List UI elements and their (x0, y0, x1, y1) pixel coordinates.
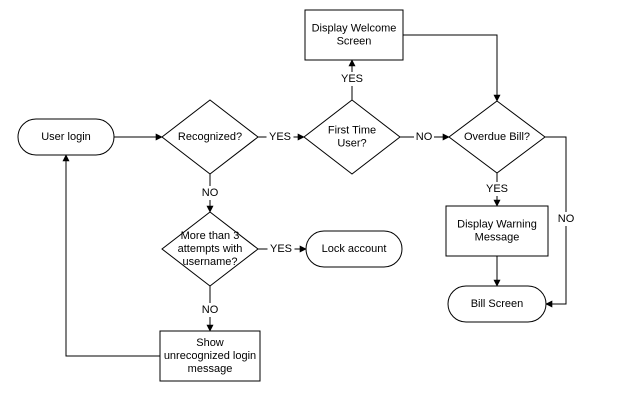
edge-first-time-user-to-overdue-bill: NO (400, 130, 450, 144)
node-label-line: unrecognized login (164, 350, 256, 362)
edge-label-background (200, 303, 220, 317)
node-label-line: Bill Screen (471, 298, 524, 310)
edge-label-background (200, 186, 220, 200)
node-label-line: User? (337, 137, 366, 149)
edge-line (62, 154, 160, 357)
node-label-line: First Time (328, 124, 376, 136)
terminator-shape (305, 230, 403, 268)
decision-diamond (303, 99, 401, 175)
process-box (159, 330, 261, 382)
decision-diamond (448, 100, 546, 174)
edge-label: NO (416, 131, 433, 143)
edge-label: NO (558, 213, 575, 225)
edge-overdue-bill-to-bill-screen: NO (545, 136, 576, 308)
edge-more-than-3-to-lock-account: YES (258, 242, 307, 256)
edge-display-welcome-to-overdue-bill (403, 34, 501, 102)
node-label-line: User login (41, 131, 91, 143)
node-label-line: Screen (337, 35, 372, 47)
decision-diamond (161, 211, 259, 287)
node-label-line: Display Welcome (312, 22, 397, 34)
node-recognized: Recognized? (161, 99, 259, 175)
terminator-shape (447, 285, 547, 323)
node-bill-screen: Bill Screen (447, 285, 547, 323)
node-label-line: Recognized? (178, 131, 242, 143)
node-overdue-bill: Overdue Bill? (448, 100, 546, 174)
edge-label: YES (269, 131, 291, 143)
node-label-line: Message (475, 231, 520, 243)
edge-label: YES (270, 243, 292, 255)
terminator-shape (17, 118, 115, 156)
edge-label-background (483, 182, 511, 196)
edge-more-than-3-to-show-unrecognized: NO (200, 286, 220, 332)
edge-line (403, 34, 501, 102)
node-lock-account: Lock account (305, 230, 403, 268)
node-label-line: More than 3 (181, 230, 240, 242)
edge-label: YES (486, 183, 508, 195)
process-box (304, 9, 404, 61)
edge-label-background (556, 212, 576, 226)
edge-show-unrecognized-to-user-login (62, 154, 160, 357)
edge-first-time-user-to-display-welcome: YES (338, 59, 366, 100)
edges-layer: YES YES NO YES NO NO YES NO (62, 34, 576, 357)
edge-recognized-to-more-than-3: NO (200, 174, 220, 213)
node-label-line: message (188, 363, 233, 375)
edge-label-background (267, 242, 295, 256)
edge-label: NO (202, 304, 219, 316)
process-box (445, 205, 549, 257)
edge-label-background (414, 130, 434, 144)
node-label-line: attempts with (178, 243, 243, 255)
node-label-line: username? (182, 256, 237, 268)
node-user-login: User login (17, 118, 115, 156)
edge-overdue-bill-to-display-warning: YES (483, 173, 511, 207)
node-label-line: Overdue Bill? (464, 131, 530, 143)
node-label-line: Show (196, 337, 224, 349)
edge-label: NO (202, 187, 219, 199)
edge-recognized-to-first-time-user: YES (258, 130, 305, 144)
edge-label-background (338, 72, 366, 86)
node-label-line: Lock account (322, 243, 387, 255)
decision-diamond (161, 99, 259, 175)
node-label-line: Display Warning (457, 218, 537, 230)
edge-label: YES (341, 73, 363, 85)
edge-label-background (266, 130, 294, 144)
